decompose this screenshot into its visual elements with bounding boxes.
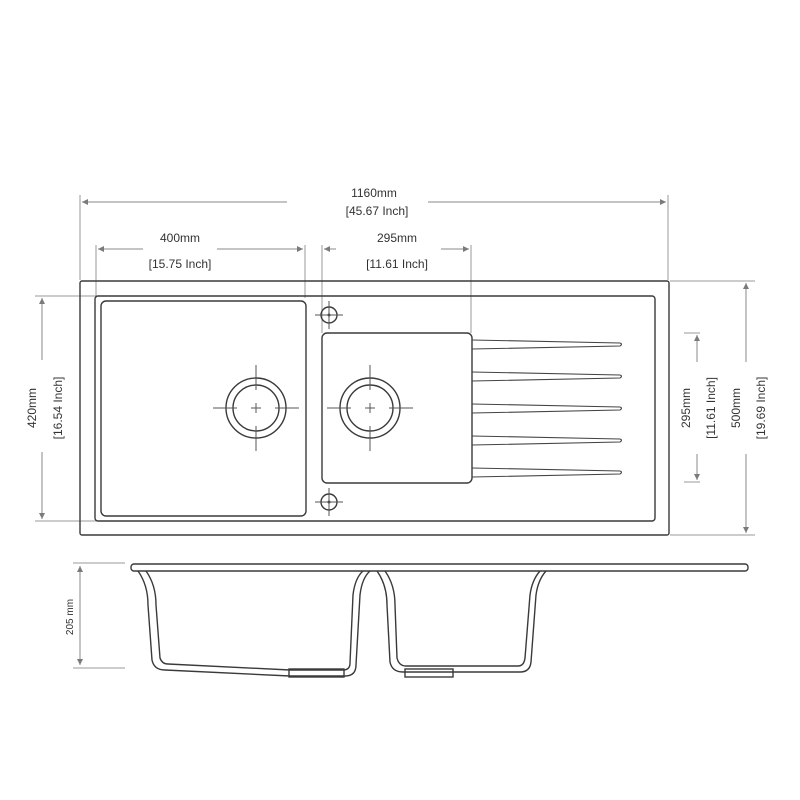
sink-outer-outline xyxy=(79,280,670,536)
large-bowl xyxy=(100,300,307,517)
large-bowl-width-mm: 400mm xyxy=(160,231,200,245)
overall-depth-mm: 500mm xyxy=(729,388,743,428)
bowl-height-dimension: 205 mm xyxy=(65,562,125,669)
drainer-ribs xyxy=(471,339,623,478)
large-bowl-profile xyxy=(137,570,371,678)
small-bowl-width-dimension: 295mm [11.61 Inch] xyxy=(321,231,472,333)
small-bowl-drain-icon xyxy=(327,365,413,451)
large-bowl-depth-inch: [16.54 Inch] xyxy=(51,377,65,440)
small-bowl-depth-mm: 295mm xyxy=(679,388,693,428)
overall-width-mm: 1160mm xyxy=(351,186,397,200)
overall-width-dimension: 1160mm [45.67 Inch] xyxy=(79,186,669,280)
large-bowl-drain-icon xyxy=(213,365,299,451)
large-bowl-depth-dimension: 420mm [16.54 Inch] xyxy=(25,295,98,522)
small-bowl-depth-inch: [11.61 Inch] xyxy=(704,377,718,439)
sink-top-slab xyxy=(130,563,749,572)
overall-depth-inch: [19.69 Inch] xyxy=(754,377,768,440)
top-view xyxy=(79,280,670,536)
bowl-height-mm: 205 mm xyxy=(65,599,76,635)
large-bowl-width-dimension: 400mm [15.75 Inch] xyxy=(95,231,306,298)
small-bowl-width-inch: [11.61 Inch] xyxy=(366,257,428,271)
sink-inner-rim xyxy=(94,295,656,522)
overall-depth-dimension: 500mm [19.69 Inch] xyxy=(670,280,768,536)
tap-hole-bottom-icon xyxy=(315,488,343,516)
small-bowl xyxy=(321,332,473,484)
large-bowl-depth-mm: 420mm xyxy=(25,388,39,428)
overall-width-inch: [45.67 Inch] xyxy=(346,204,409,218)
small-bowl-profile xyxy=(376,570,547,678)
large-bowl-width-inch: [15.75 Inch] xyxy=(149,257,212,271)
tap-hole-top-icon xyxy=(315,301,343,329)
side-view: 205 mm xyxy=(65,562,749,678)
small-bowl-width-mm: 295mm xyxy=(377,231,417,245)
small-bowl-depth-dimension: 295mm [11.61 Inch] xyxy=(679,332,718,483)
